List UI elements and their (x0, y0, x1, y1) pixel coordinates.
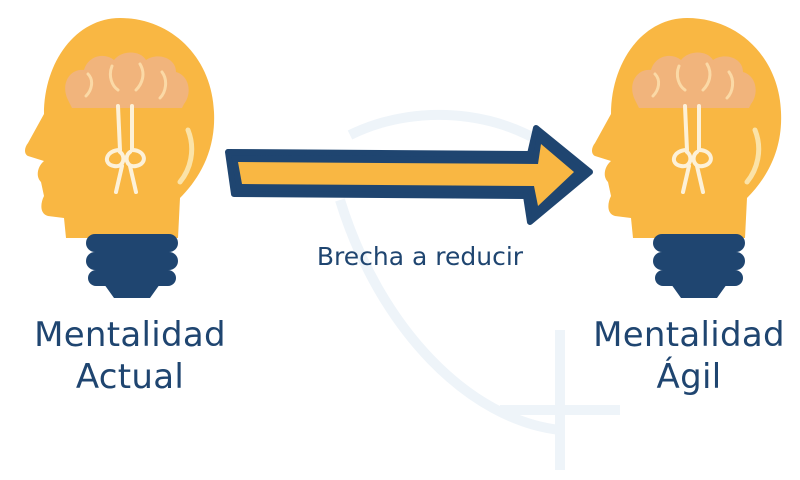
agile-mindset-label-line1: Mentalidad (593, 315, 785, 355)
brain-icon (65, 52, 189, 108)
current-mindset-bulb-icon (25, 18, 215, 298)
brain-icon (632, 52, 756, 108)
bulb-base (653, 234, 745, 298)
current-mindset-label-line2: Actual (75, 357, 185, 397)
current-mindset-label-line1: Mentalidad (34, 315, 226, 355)
agile-mindset-bulb-icon (592, 18, 782, 298)
current-mindset-label: Mentalidad Actual (20, 314, 240, 398)
gap-label: Brecha a reducir (316, 242, 524, 271)
bulb-base (86, 234, 178, 298)
agile-mindset-label: Mentalidad Ágil (578, 314, 800, 398)
agile-mindset-label-line2: Ágil (656, 357, 722, 397)
arrow-right-icon (225, 125, 593, 225)
